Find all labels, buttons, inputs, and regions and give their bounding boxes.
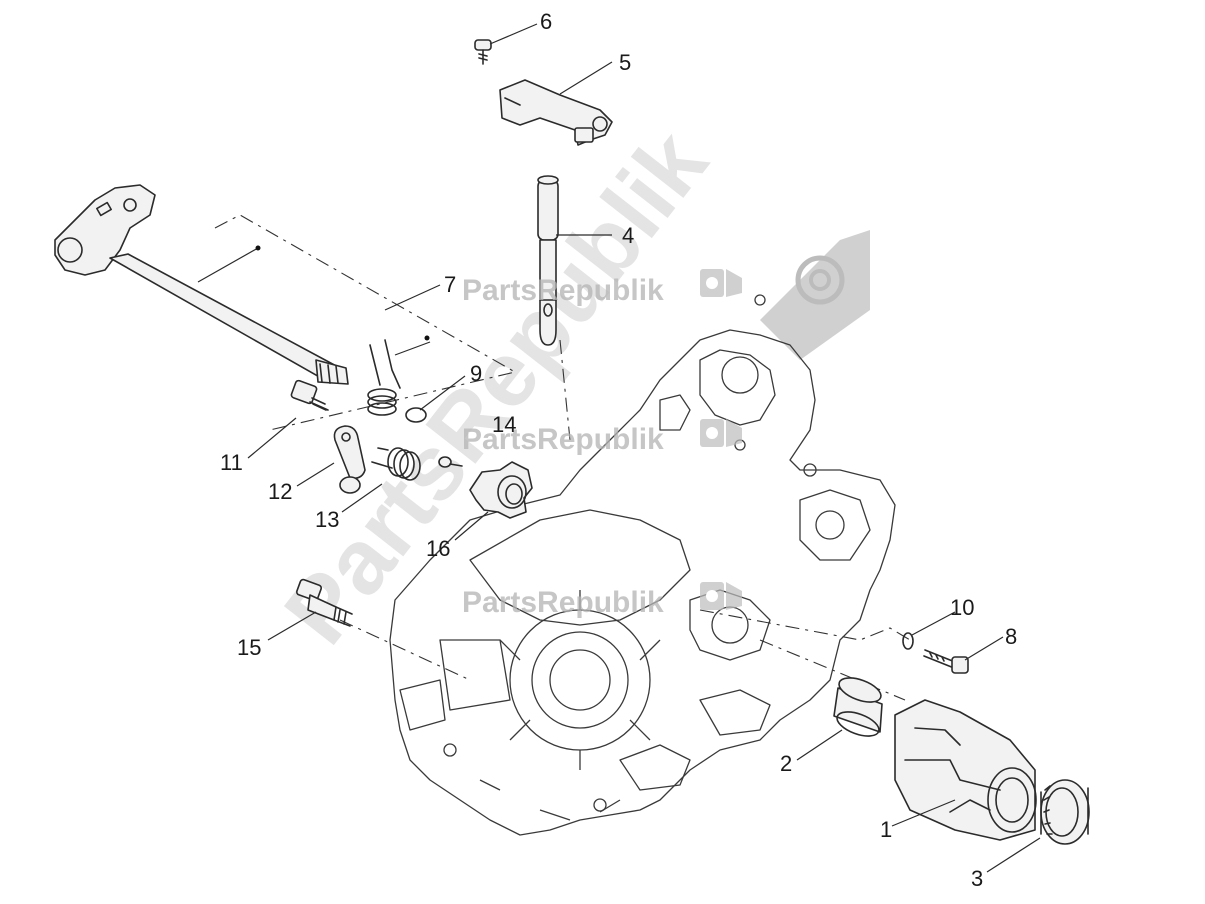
part-7-gearshift-shaft xyxy=(54,184,349,385)
part-3-needle-bearing xyxy=(1040,779,1090,845)
callout-leader-lines xyxy=(197,23,1041,873)
part-13-spring xyxy=(371,447,421,481)
part-8-long-bolt xyxy=(923,649,969,674)
callout-10: 10 xyxy=(950,595,974,620)
callout-12: 12 xyxy=(268,479,292,504)
part-11-bolt xyxy=(290,379,329,411)
watermark-gear-icon-1 xyxy=(700,269,742,297)
callout-1: 1 xyxy=(880,817,892,842)
callout-14: 14 xyxy=(492,412,516,437)
part-2-bushing xyxy=(833,677,883,737)
diagonal-watermark-text: PartsRepublik xyxy=(265,111,727,662)
part-12-plate xyxy=(333,425,366,494)
watermark-brand-text-3: PartsRepublik xyxy=(462,586,664,619)
part-16-star-wheel xyxy=(469,461,533,519)
callout-3: 3 xyxy=(971,866,983,891)
callout-15: 15 xyxy=(237,635,261,660)
watermark-brand-text-1: PartsRepublik xyxy=(462,274,664,307)
part-6-screw xyxy=(474,39,492,65)
callout-16: 16 xyxy=(426,536,450,561)
diagonal-watermark: PartsRepublik xyxy=(265,111,870,662)
part-14-screw xyxy=(438,456,463,468)
callout-2: 2 xyxy=(780,751,792,776)
callout-5: 5 xyxy=(619,50,631,75)
part-10-circlip xyxy=(902,632,914,650)
part-1-shift-drum xyxy=(894,699,1037,841)
callout-labels: 1 2 3 4 5 6 7 8 9 10 11 12 13 14 15 16 xyxy=(220,9,1017,891)
part-15-stud xyxy=(295,578,353,627)
diagonal-watermark-gear-icon xyxy=(760,230,870,360)
callout-13: 13 xyxy=(315,507,339,532)
crankcase-housing xyxy=(389,294,896,836)
callout-7: 7 xyxy=(444,272,456,297)
callout-8: 8 xyxy=(1005,624,1017,649)
watermark-gear-icon-3 xyxy=(700,582,742,610)
assembly-guide-lines xyxy=(214,214,911,701)
callout-11: 11 xyxy=(220,450,243,475)
watermark-row-1: PartsRepublik xyxy=(462,269,742,307)
watermark-gear-icon-2 xyxy=(700,419,742,447)
callout-9: 9 xyxy=(470,361,482,386)
watermark-row-2: PartsRepublik xyxy=(462,419,742,456)
watermark-row-3: PartsRepublik xyxy=(462,582,742,619)
callout-6: 6 xyxy=(540,9,552,34)
watermark-brand-text-2: PartsRepublik xyxy=(462,423,664,456)
callout-4: 4 xyxy=(622,223,634,248)
part-4-shift-pin xyxy=(537,175,559,346)
part-5-selector-lever xyxy=(499,79,613,146)
part-9-torsion-spring xyxy=(367,335,430,423)
